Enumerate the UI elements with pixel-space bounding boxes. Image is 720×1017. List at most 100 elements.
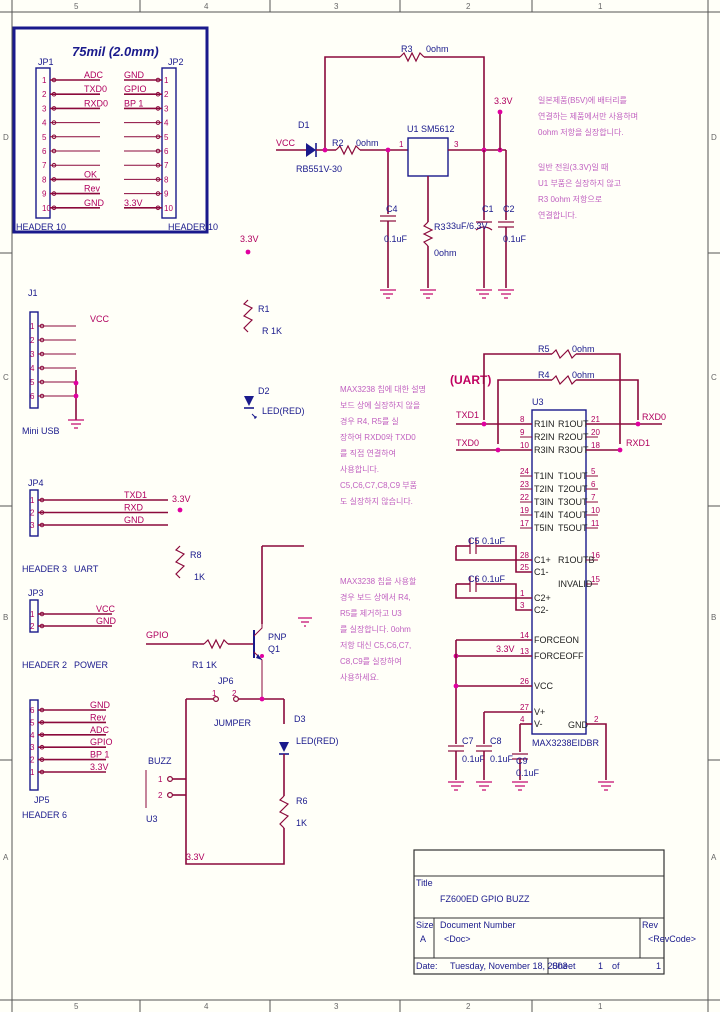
u3-pin-num: 9 <box>520 428 525 437</box>
u3-pin-num: 21 <box>591 415 600 424</box>
rxd0-label: RXD0 <box>642 412 666 422</box>
u3-pin-name: INVALID <box>558 579 593 589</box>
jp1-pins-num: 4 <box>42 119 47 128</box>
j1-type: Mini USB <box>22 426 60 436</box>
jp5-pins-pin-dot <box>39 720 45 725</box>
u3-pin-num: 16 <box>591 551 600 560</box>
c4-value: 0.1uF <box>384 234 408 244</box>
r3b-ref: R3 <box>434 222 446 232</box>
note-mid2-line2: 경우 보드 상에서 R4, <box>340 592 411 602</box>
c5-ref: C5 <box>468 536 480 546</box>
u3-right-pin-group: 21R1OUT20R2OUT18R3OUT5T1OUT6T2OUT7T3OUT1… <box>558 415 600 533</box>
sheet-value: 1 <box>598 961 603 971</box>
jp5-pins-num: 4 <box>30 731 35 740</box>
jp1-pins-pin-dot <box>51 148 57 154</box>
jp5-pins-num: 5 <box>30 718 35 727</box>
r5-ref: R5 <box>538 344 550 354</box>
q1-buzz-area: R8 1K GPIO R1 1K PNP Q1 JP6 1 2 JUMPER D… <box>145 545 339 865</box>
j1-pins-num: 3 <box>30 350 35 359</box>
note-mid2-line5: 저항 대신 C5,C6,C7, <box>340 641 411 650</box>
u3-pin-num: 27 <box>520 703 529 712</box>
jp2-pins-signal: GPIO <box>124 84 147 94</box>
zone-left-b: B <box>3 613 8 622</box>
jp1-pins-pin-dot <box>51 162 57 168</box>
j1-pins-num: 2 <box>30 336 35 345</box>
u3-pin-name: R3IN <box>534 445 555 455</box>
u3-pin-name: T3OUT <box>558 497 588 507</box>
zone-right-b: B <box>711 613 716 622</box>
buzz-pin2: 2 <box>158 791 163 800</box>
u3-pin-name: T5IN <box>534 523 554 533</box>
u3-pin-name: T2IN <box>534 484 554 494</box>
title-label: Title <box>416 878 433 888</box>
d3-ref: D3 <box>294 714 306 724</box>
u3-pin-num: 1 <box>520 589 525 598</box>
size-label: Size <box>416 920 434 930</box>
d3-led-icon <box>279 742 289 752</box>
r1-value: R 1K <box>262 326 282 336</box>
reg-note2-line4: 연결합니다. <box>538 210 577 220</box>
jp4-pins-num: 2 <box>30 509 35 518</box>
net-3v3-left: 3.3V <box>240 234 259 244</box>
jp2-pins-num: 4 <box>164 119 169 128</box>
jp2-pins-pin-dot <box>155 91 161 97</box>
r4-ref: R4 <box>538 370 550 380</box>
jp1-type: HEADER 10 <box>16 222 66 232</box>
reg-note2-line2: U1 부품은 실장하지 않고 <box>538 178 621 188</box>
jp2-pins-pin-dot <box>155 106 161 111</box>
j1-pins-num: 1 <box>30 322 35 331</box>
jp5-type: HEADER 6 <box>22 810 67 820</box>
jp3-note: POWER <box>74 660 109 670</box>
c7-value: 0.1uF <box>462 754 486 764</box>
u3-pin-num: 24 <box>520 467 529 476</box>
jp3-pins-num: 2 <box>30 622 35 631</box>
u3-pin-name: C2+ <box>534 593 551 603</box>
u3-pin-num: 10 <box>520 441 529 450</box>
jp4-pins-num: 1 <box>30 496 35 505</box>
u3-pin-name: R1OUT <box>558 419 589 429</box>
r2-ref: R2 <box>332 138 344 148</box>
u3-pin-name: T1IN <box>534 471 554 481</box>
jp3-pins-pin-dot <box>39 611 45 617</box>
rxd1-label: RXD1 <box>626 438 650 448</box>
jp1-pins-num: 3 <box>42 104 47 113</box>
r5-value: 0ohm <box>572 344 595 354</box>
regulator-section: VCC D1 RB551V-30 R2 0ohm R3 0ohm U1 SM56… <box>276 44 638 299</box>
jp1-pins-pin-dot <box>51 120 57 125</box>
j1-pins-pin-dot <box>39 323 45 329</box>
q1-ref: Q1 <box>268 644 280 654</box>
c7-ref: C7 <box>462 736 474 746</box>
buzz-pin1: 1 <box>158 775 163 784</box>
r3b-resistor-icon <box>422 221 434 247</box>
jp1-pins-pin-dot <box>51 134 57 140</box>
jp5-pins-pin-dot <box>39 769 45 775</box>
jp6-ref: JP6 <box>218 676 234 686</box>
u3-pin-num: 23 <box>520 480 529 489</box>
j1-vcc-label: VCC <box>90 314 110 324</box>
jp2-pins-num: 7 <box>164 161 169 170</box>
jp5-pins-pin-dot <box>39 744 45 750</box>
jp2-pins-signal: 3.3V <box>124 198 143 208</box>
jp6-pin1: 1 <box>212 689 217 698</box>
u3-pin-name: T3IN <box>534 497 554 507</box>
jp2-pins-num: 9 <box>164 190 169 199</box>
jp4-pins-signal: TXD1 <box>124 490 147 500</box>
jp2-pins-num: 6 <box>164 147 169 156</box>
jp2-pins-pin-dot <box>155 120 161 125</box>
d1-ref: D1 <box>298 120 310 130</box>
r1-led-area: R1 R 1K D2 LED(RED) <box>242 299 305 419</box>
u3-pin-num: 20 <box>591 428 600 437</box>
u1-ref: U1 <box>407 124 419 134</box>
note-mid1-line8: 도 실장하지 않습니다. <box>340 496 413 506</box>
c5-value: 0.1uF <box>482 536 506 546</box>
zone-top-5: 5 <box>74 2 79 11</box>
zone-top-1: 1 <box>598 2 603 11</box>
r2-resistor-icon <box>335 144 361 156</box>
u3-pin-name: R1IN <box>534 419 555 429</box>
